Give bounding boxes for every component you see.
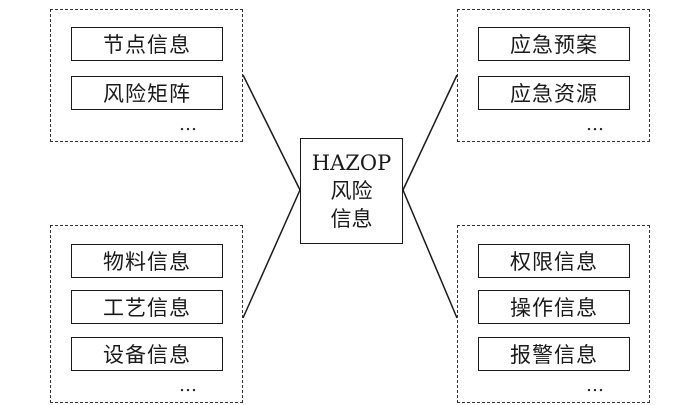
group-top-right: 应急预案 应急资源 …: [457, 9, 650, 142]
item-operation-info: 操作信息: [478, 290, 630, 324]
item-material-info: 物料信息: [71, 244, 223, 278]
connector-bottom-right: [402, 189, 458, 319]
center-hazop-risk-info: HAZOP 风险 信息: [300, 138, 403, 244]
connector-top-right: [402, 74, 458, 191]
item-emergency-resources: 应急资源: [478, 76, 630, 110]
group-top-left: 节点信息 风险矩阵 …: [50, 9, 243, 142]
ellipsis-bottom-right: …: [586, 375, 605, 396]
item-process-info: 工艺信息: [71, 290, 223, 324]
connector-top-left: [242, 74, 301, 191]
center-title-info: 信息: [330, 207, 373, 231]
ellipsis-bottom-left: …: [179, 375, 198, 396]
item-risk-matrix: 风险矩阵: [71, 76, 223, 110]
item-emergency-plan: 应急预案: [478, 27, 630, 61]
item-alarm-info: 报警信息: [478, 337, 630, 371]
center-title-risk: 风险: [330, 179, 373, 203]
ellipsis-top-right: …: [586, 114, 605, 135]
group-bottom-left: 物料信息 工艺信息 设备信息 …: [50, 225, 243, 403]
center-title-hazop: HAZOP: [311, 151, 392, 175]
ellipsis-top-left: …: [179, 114, 198, 135]
item-permission-info: 权限信息: [478, 244, 630, 278]
item-equipment-info: 设备信息: [71, 337, 223, 371]
connector-bottom-left: [242, 189, 301, 319]
group-bottom-right: 权限信息 操作信息 报警信息 …: [457, 225, 650, 403]
item-node-info: 节点信息: [71, 27, 223, 61]
